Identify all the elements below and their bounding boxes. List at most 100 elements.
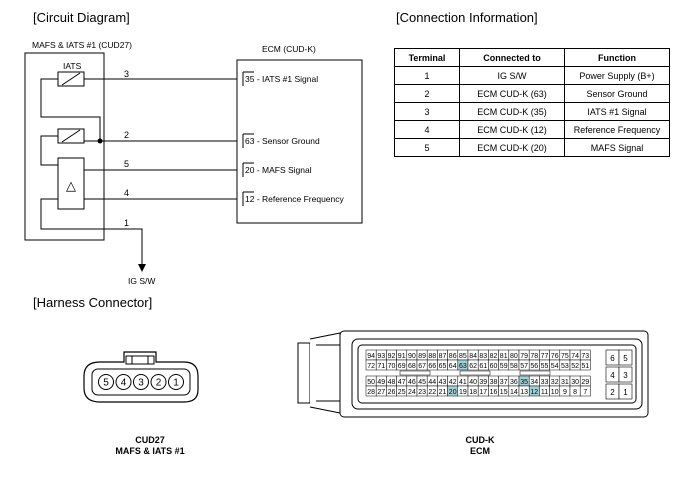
ecm-pin-label: 73 — [581, 353, 589, 360]
table-cell: MAFS Signal — [564, 138, 670, 157]
ecm-pin-iats-signal: 35 - IATS #1 Signal — [245, 74, 318, 84]
ecm-pin-label: 49 — [377, 379, 385, 386]
wire-label-4: 4 — [124, 188, 129, 198]
circuit-diagram-heading: [Circuit Diagram] — [33, 10, 130, 25]
ecm-pin-label: 68 — [408, 363, 416, 370]
ecm-pin-label: 45 — [418, 379, 426, 386]
ecm-pin-label: 47 — [398, 379, 406, 386]
ecm-pin-label: 57 — [520, 363, 528, 370]
cud27-pin-5 — [98, 374, 114, 390]
ecm-pin-label: 65 — [439, 363, 447, 370]
ecm-pin-reference-frequency: 12 - Reference Frequency — [245, 194, 345, 204]
table-header-connected-to: Connected to — [459, 48, 565, 67]
mafs-iats-box — [24, 52, 105, 241]
mafs-amplifier-box — [57, 157, 85, 210]
ecm-pin-label: 86 — [449, 353, 457, 360]
ground-junction-dot — [97, 138, 103, 144]
ecm-pin-label: 9 — [563, 389, 567, 396]
ecm-pin-label: 72 — [367, 363, 375, 370]
ecm-pin-label: 69 — [398, 363, 406, 370]
ecm-pin-label: 74 — [571, 353, 579, 360]
harness-connector-heading: [Harness Connector] — [33, 295, 153, 310]
ecm-pin-label: 50 — [367, 379, 375, 386]
table-cell: Reference Frequency — [564, 120, 670, 139]
ecm-pin-label: 92 — [388, 353, 396, 360]
ecm-pin-label: 85 — [459, 353, 467, 360]
ecm-pin-sensor-ground: 63 - Sensor Ground — [245, 136, 320, 146]
ecm-pin-label: 67 — [418, 363, 426, 370]
ecm-pin-label: 79 — [520, 353, 528, 360]
table-cell: 1 — [394, 66, 460, 85]
ecm-pin-label: 32 — [551, 379, 559, 386]
ecm-pin-label: 40 — [469, 379, 477, 386]
table-cell: ECM CUD-K (63) — [459, 84, 565, 103]
ecm-pin-label: 29 — [581, 379, 589, 386]
ecm-pin-label: 87 — [439, 353, 447, 360]
ecm-pin-label: 23 — [418, 389, 426, 396]
ecm-pin-label: 51 — [581, 363, 589, 370]
table-cell: IG S/W — [459, 66, 565, 85]
ecm-pin-label: 18 — [469, 389, 477, 396]
ecm-side-pin-label: 4 — [610, 371, 615, 380]
ecm-pin-label: 62 — [469, 363, 477, 370]
ecm-pin-label: 14 — [510, 389, 518, 396]
table-cell: 2 — [394, 84, 460, 103]
connection-info-heading: [Connection Information] — [396, 10, 538, 25]
ecm-pin-mafs-signal: 20 - MAFS Signal — [245, 165, 312, 175]
ecm-pin-label: 70 — [388, 363, 396, 370]
ecm-pin-label: 22 — [428, 389, 436, 396]
ecm-pin-label: 88 — [428, 353, 436, 360]
ecm-pin-label: 41 — [459, 379, 467, 386]
circuit-diagram: IATS △ 3 2 5 4 1 35 - IATS #1 Signal 63 … — [24, 52, 363, 286]
ecm-pin-label: 37 — [500, 379, 508, 386]
wire-label-3: 3 — [124, 69, 129, 79]
table-cell: ECM CUD-K (20) — [459, 138, 565, 157]
ecm-pin-label: 26 — [388, 389, 396, 396]
ecm-pin-label: 24 — [408, 389, 416, 396]
ecm-pin-label: 52 — [571, 363, 579, 370]
ecm-pin-label: 78 — [530, 353, 538, 360]
ecm-pin-label: 15 — [500, 389, 508, 396]
ecm-pin-label: 55 — [541, 363, 549, 370]
ecm-pin-label: 80 — [510, 353, 518, 360]
cud27-pin-2 — [150, 374, 167, 390]
ig-switch-label: IG S/W — [128, 276, 155, 286]
ecm-pin-label: 10 — [551, 389, 559, 396]
table-cell: 3 — [394, 102, 460, 121]
wire-label-1: 1 — [124, 218, 129, 228]
ecm-pin-label: 56 — [530, 363, 538, 370]
ecm-pin-label: 53 — [561, 363, 569, 370]
ecm-pin-label: 17 — [479, 389, 487, 396]
ecm-pin-label: 93 — [377, 353, 385, 360]
ecm-pin-label: 75 — [561, 353, 569, 360]
amplifier-triangle-icon: △ — [66, 178, 76, 193]
ecm-pin-label: 83 — [479, 353, 487, 360]
ecm-pin-label: 36 — [510, 379, 518, 386]
ecm-pin-label: 11 — [541, 389, 548, 396]
ecm-pin-label: 31 — [561, 379, 569, 386]
ecm-pin-label: 44 — [428, 379, 436, 386]
ecm-side-pin-3 — [618, 366, 633, 383]
ecm-pin-label: 60 — [490, 363, 498, 370]
ecm-pin-label: 77 — [541, 353, 549, 360]
ecm-pin-label: 20 — [449, 389, 457, 396]
ecm-pin-label: 12 — [530, 389, 538, 396]
table-header-function: Function — [564, 48, 670, 67]
ecm-pin-label: 94 — [367, 353, 375, 360]
ecm-pin-label: 61 — [479, 363, 487, 370]
cud27-caption-line1: CUD27 — [135, 435, 165, 445]
wire-label-5: 5 — [124, 159, 129, 169]
ecm-pin-label: 59 — [500, 363, 508, 370]
cud27-pin-4 — [115, 374, 132, 390]
ecm-pin-label: 90 — [408, 353, 416, 360]
ecm-pin-label: 28 — [367, 389, 375, 396]
ecm-pin-7 — [579, 385, 591, 397]
ecm-pin-label: 39 — [479, 379, 487, 386]
ecm-pin-label: 84 — [469, 353, 477, 360]
ecm-pin-label: 91 — [398, 353, 406, 360]
iats-label: IATS — [63, 61, 82, 71]
ecm-caption-line2: ECM — [470, 446, 490, 456]
